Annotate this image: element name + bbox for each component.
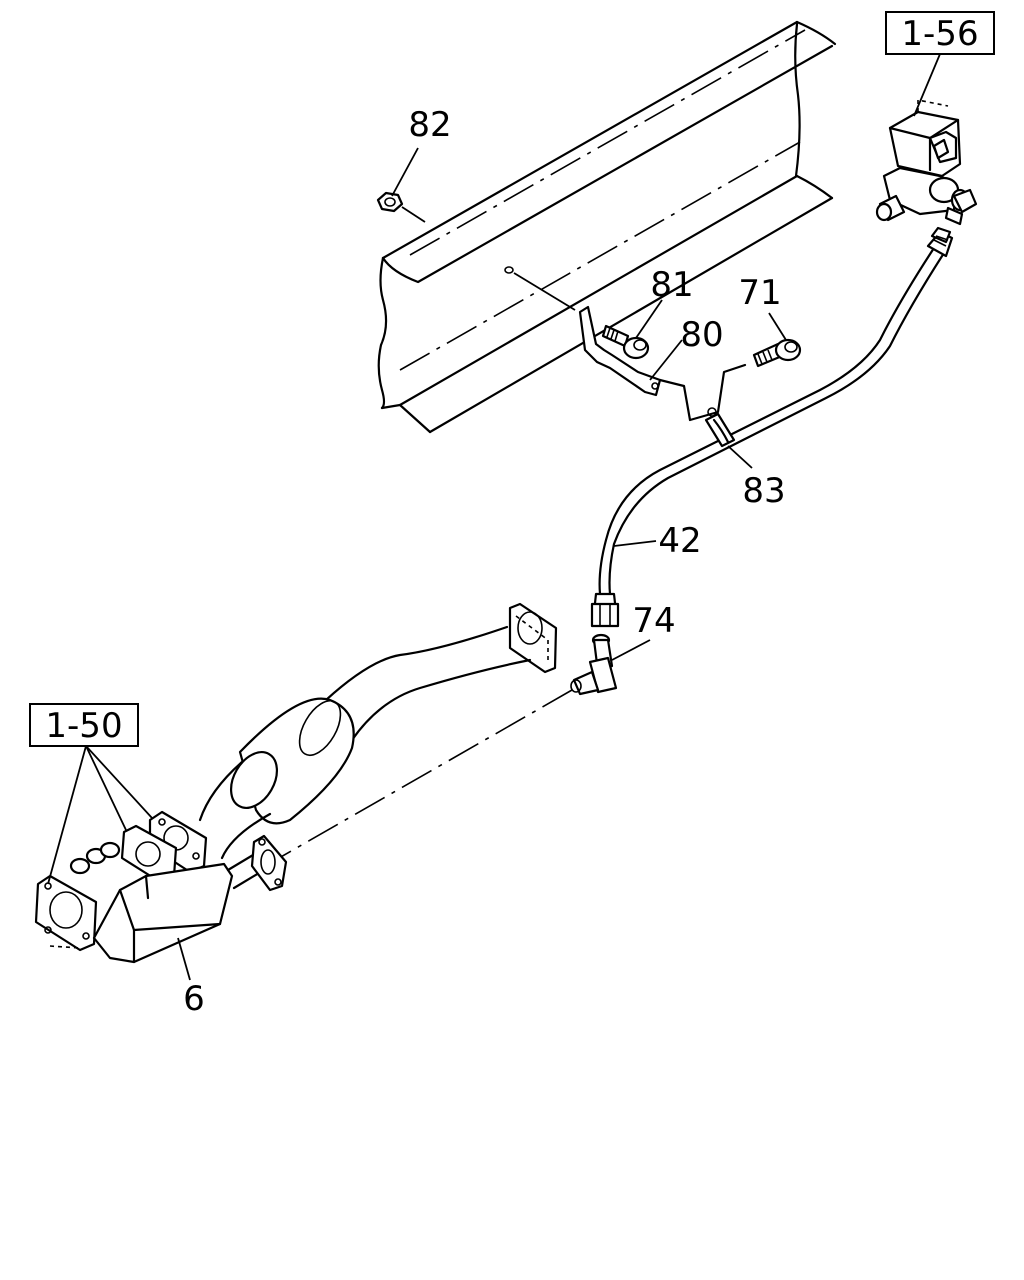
leader-82 [391, 147, 419, 197]
callout-80: 80 [680, 315, 723, 355]
nut-82 [376, 191, 404, 213]
leaders-1-50 [47, 745, 153, 885]
exhaust-brake-6 [92, 834, 288, 964]
reference-label-1-50: 1-50 [45, 706, 122, 746]
bracket-hole-line [513, 272, 576, 311]
reference-box-1-50: 1-50 [29, 703, 139, 747]
frame-hole [504, 266, 514, 274]
nut-82-axis [401, 206, 426, 223]
bracket-80 [578, 305, 747, 422]
sensing-line [271, 689, 573, 863]
leader-83 [727, 445, 753, 469]
tube-42 [590, 226, 954, 628]
callout-82: 82 [408, 105, 451, 145]
reference-label-1-56: 1-56 [901, 14, 978, 54]
reference-box-1-56: 1-56 [885, 11, 995, 55]
tee-connector-74 [570, 633, 618, 696]
clip-83 [704, 407, 736, 448]
flange-gaskets [34, 810, 208, 952]
leader-42 [613, 540, 657, 547]
callout-83: 83 [742, 471, 785, 511]
callout-71: 71 [738, 273, 781, 313]
frame-centerline [409, 29, 806, 256]
leader-1-56 [913, 53, 941, 117]
callout-74: 74 [632, 601, 675, 641]
leader-80 [649, 339, 683, 381]
callout-42: 42 [658, 521, 701, 561]
exhaust-pipe [198, 602, 558, 860]
callout-6: 6 [183, 979, 205, 1019]
leader-71 [768, 312, 787, 341]
frame-rail [377, 20, 837, 434]
bolt-71 [752, 338, 802, 368]
leader-81 [635, 299, 663, 339]
callout-81: 81 [650, 265, 693, 305]
frame-centerline-lower [399, 141, 801, 371]
leader-6 [177, 937, 191, 981]
valve-assembly [875, 99, 978, 226]
leader-74 [611, 639, 651, 661]
